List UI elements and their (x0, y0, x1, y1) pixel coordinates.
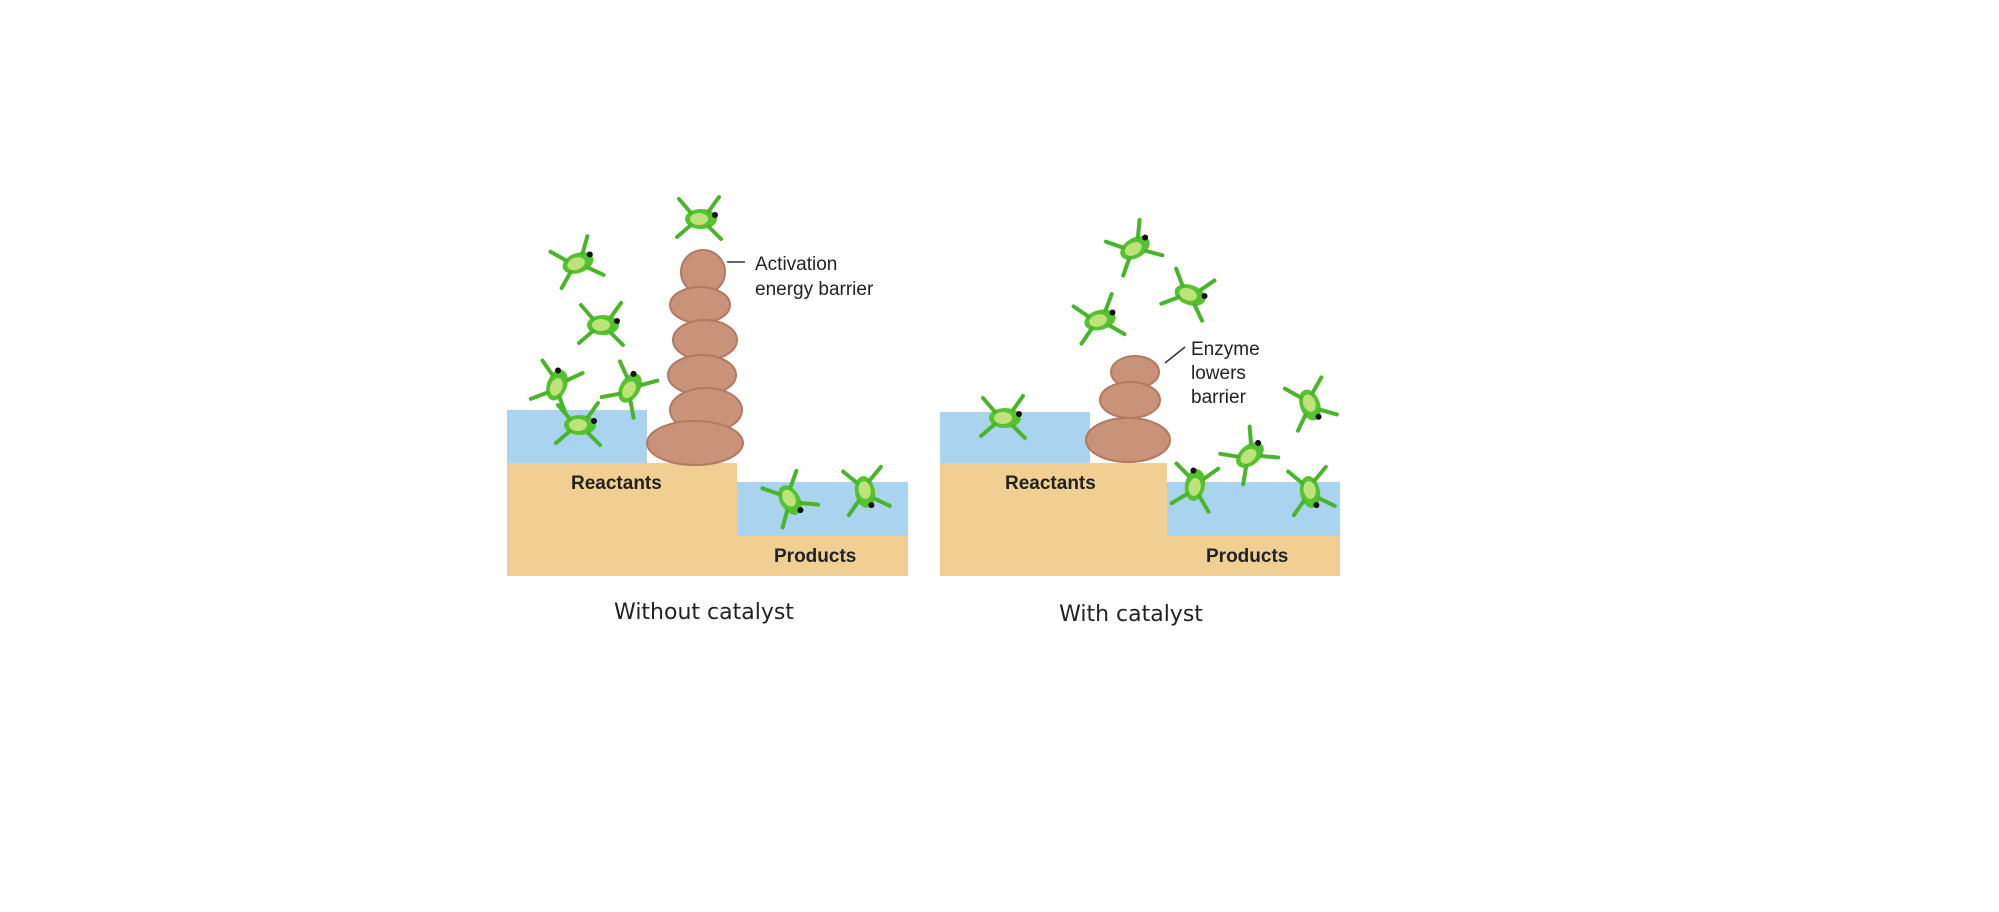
panel-with-catalyst: Enzyme lowers barrier Reactants Products… (940, 216, 1340, 627)
caption-without-catalyst: Without catalyst (614, 600, 794, 625)
reactants-ground (940, 463, 1167, 576)
barrier-label-line-2: lowers (1191, 363, 1246, 384)
frog-icon (577, 301, 625, 347)
products-ground (737, 536, 908, 576)
barrier-label-line-1: Enzyme (1191, 339, 1260, 360)
barrier-label-line-1: Activation (755, 254, 837, 275)
frog-icon (596, 357, 660, 421)
frog-icon (545, 233, 606, 293)
frog-icon (1158, 264, 1219, 323)
frog-icon (1069, 291, 1127, 348)
barrier-label-line-3: barrier (1191, 387, 1247, 408)
rock-barrier-low (1085, 355, 1171, 463)
frog-icon (1215, 423, 1281, 488)
products-label: Products (1206, 546, 1288, 567)
reactants-label: Reactants (1005, 473, 1096, 494)
frog-icon (1101, 216, 1165, 280)
caption-with-catalyst: With catalyst (1059, 602, 1203, 627)
rock-barrier-tall (646, 249, 744, 466)
reactants-ground (507, 463, 737, 576)
barrier-label-line-2: energy barrier (755, 279, 874, 300)
frog-icon (675, 195, 723, 241)
products-label: Products (774, 546, 856, 567)
frog-icon (526, 356, 585, 417)
frog-icon (1280, 372, 1340, 433)
panel-without-catalyst: Activation energy barrier Reactants Prod… (507, 195, 908, 625)
reactants-label: Reactants (571, 473, 662, 494)
products-ground (1167, 536, 1340, 576)
